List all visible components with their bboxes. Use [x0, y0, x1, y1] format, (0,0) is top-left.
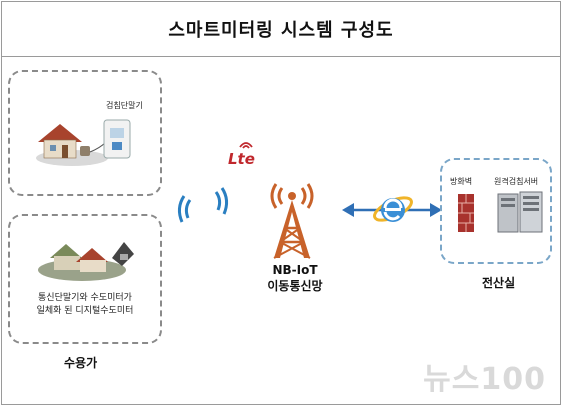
terminal-label: 검침단말기	[106, 101, 143, 110]
network-label-line1: NB-IoT	[272, 263, 318, 277]
network-label: NB-IoT 이동통신망	[250, 262, 340, 294]
meter-box	[8, 214, 162, 344]
internet-explorer-icon	[373, 196, 413, 222]
meter-description: 통신단말기와 수도미터가 일체화 된 디지털수도미터	[22, 292, 148, 318]
meter-desc-line2: 일체화 된 디지털수도미터	[36, 306, 134, 316]
terminal-box	[8, 70, 162, 196]
datacenter-box	[440, 158, 552, 264]
network-label-line2: 이동통신망	[267, 279, 323, 293]
cell-tower-icon	[270, 183, 314, 259]
lte-logo: Lte	[228, 150, 255, 168]
meter-desc-line1: 통신단말기와 수도미터가	[38, 293, 132, 303]
server-icon	[497, 191, 543, 233]
title-bar: 스마트미터링 시스템 구성도	[1, 1, 561, 57]
house-meter-icon	[36, 119, 131, 166]
lte-waves-icon	[239, 142, 253, 149]
firewall-icon	[458, 194, 474, 232]
news100-watermark: 뉴스100	[423, 362, 546, 397]
diagram-title: 스마트미터링 시스템 구성도	[168, 19, 394, 41]
village-icon	[38, 242, 134, 281]
wireless-signal-icon	[177, 187, 229, 223]
server-label: 원격검침서버	[494, 177, 539, 186]
firewall-label: 방화벽	[450, 177, 473, 186]
datacenter-label: 전산실	[482, 276, 516, 290]
customer-label: 수용가	[64, 356, 98, 370]
